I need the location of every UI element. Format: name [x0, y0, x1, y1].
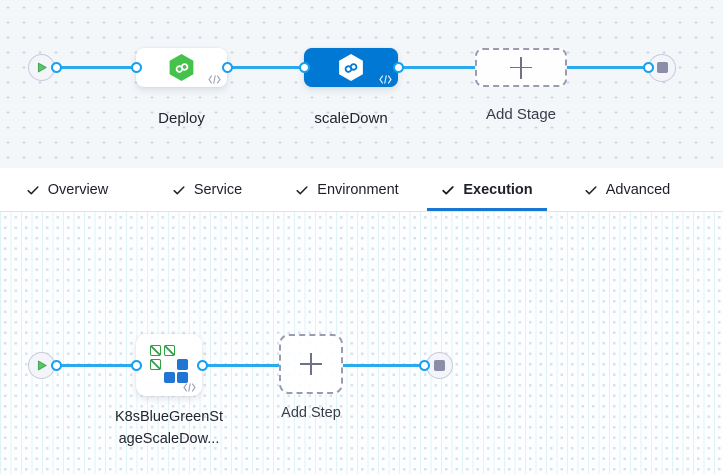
- connector-ring[interactable]: [642, 62, 654, 73]
- connector-ring[interactable]: [196, 360, 208, 371]
- stage-canvas[interactable]: Deploy scaleDown Add Stage: [0, 0, 723, 168]
- tab-service[interactable]: Service: [147, 168, 267, 211]
- check-icon: [585, 185, 597, 194]
- connector-ring[interactable]: [392, 62, 404, 73]
- add-step-button[interactable]: [279, 334, 343, 394]
- stage-edge-start-deploy: [56, 66, 136, 69]
- step-label-line1: K8sBlueGreenSt: [114, 409, 223, 425]
- step-edge-start-step: [56, 364, 136, 367]
- stage-tab-bar: Overview Service Environment Execution A…: [0, 168, 723, 212]
- add-stage-label: Add Stage: [485, 106, 557, 123]
- plus-icon: [510, 56, 532, 79]
- add-step-label: Add Step: [281, 405, 341, 421]
- connector-ring[interactable]: [50, 360, 62, 371]
- tab-label: Environment: [317, 181, 399, 198]
- stage-node-scaledown[interactable]: [304, 48, 398, 87]
- step-flow-end-node[interactable]: [426, 352, 453, 379]
- stage-edge-scaledown-addstage: [398, 66, 476, 69]
- connector-ring[interactable]: [298, 62, 310, 73]
- stage-edge-addstage-end: [566, 66, 648, 69]
- stop-icon: [656, 62, 668, 73]
- step-label-line2: ageScaleDow...: [118, 431, 220, 447]
- stage-label-deploy: Deploy: [158, 110, 205, 127]
- plus-icon: [300, 353, 322, 375]
- stop-icon: [434, 360, 445, 371]
- step-edge-addstep-end: [343, 364, 424, 367]
- connector-ring[interactable]: [130, 62, 142, 73]
- check-icon: [27, 185, 39, 194]
- tab-execution[interactable]: Execution: [427, 168, 547, 211]
- code-icon[interactable]: [183, 383, 196, 392]
- step-label: K8sBlueGreenSt ageScaleDow...: [103, 406, 235, 450]
- step-node-k8s-bluegreen-scaledown[interactable]: [136, 334, 202, 396]
- stage-edge-deploy-scaledown: [227, 66, 304, 69]
- play-icon: [37, 360, 47, 371]
- tab-label: Overview: [47, 181, 109, 198]
- cd-stage-hexagon-icon: [169, 54, 194, 81]
- code-icon[interactable]: [379, 75, 392, 84]
- add-stage-button[interactable]: [475, 48, 567, 87]
- tab-label: Service: [193, 181, 243, 198]
- check-icon: [442, 185, 455, 195]
- tab-label: Execution: [463, 181, 533, 198]
- stage-label-scaledown: scaleDown: [314, 110, 388, 127]
- check-icon: [173, 185, 185, 194]
- execution-canvas[interactable]: [0, 212, 723, 474]
- harness-infinity-icon: [344, 62, 358, 73]
- connector-ring[interactable]: [50, 62, 62, 73]
- tab-overview[interactable]: Overview: [7, 168, 127, 211]
- code-icon[interactable]: [208, 75, 221, 84]
- play-icon: [37, 62, 47, 73]
- tab-label: Advanced: [605, 181, 671, 198]
- harness-infinity-icon: [175, 62, 188, 73]
- connector-ring[interactable]: [130, 360, 142, 371]
- stage-flow-end-node[interactable]: [648, 53, 676, 82]
- check-icon: [296, 185, 308, 194]
- active-tab-underline: [427, 208, 547, 211]
- tab-environment[interactable]: Environment: [287, 168, 407, 211]
- connector-ring[interactable]: [418, 360, 430, 371]
- cd-stage-hexagon-icon: [339, 54, 363, 81]
- stage-node-deploy[interactable]: [136, 48, 227, 87]
- step-edge-step-addstep: [202, 364, 280, 367]
- connector-ring[interactable]: [221, 62, 233, 73]
- tab-advanced[interactable]: Advanced: [567, 168, 687, 211]
- k8s-scale-down-icon: [150, 345, 188, 383]
